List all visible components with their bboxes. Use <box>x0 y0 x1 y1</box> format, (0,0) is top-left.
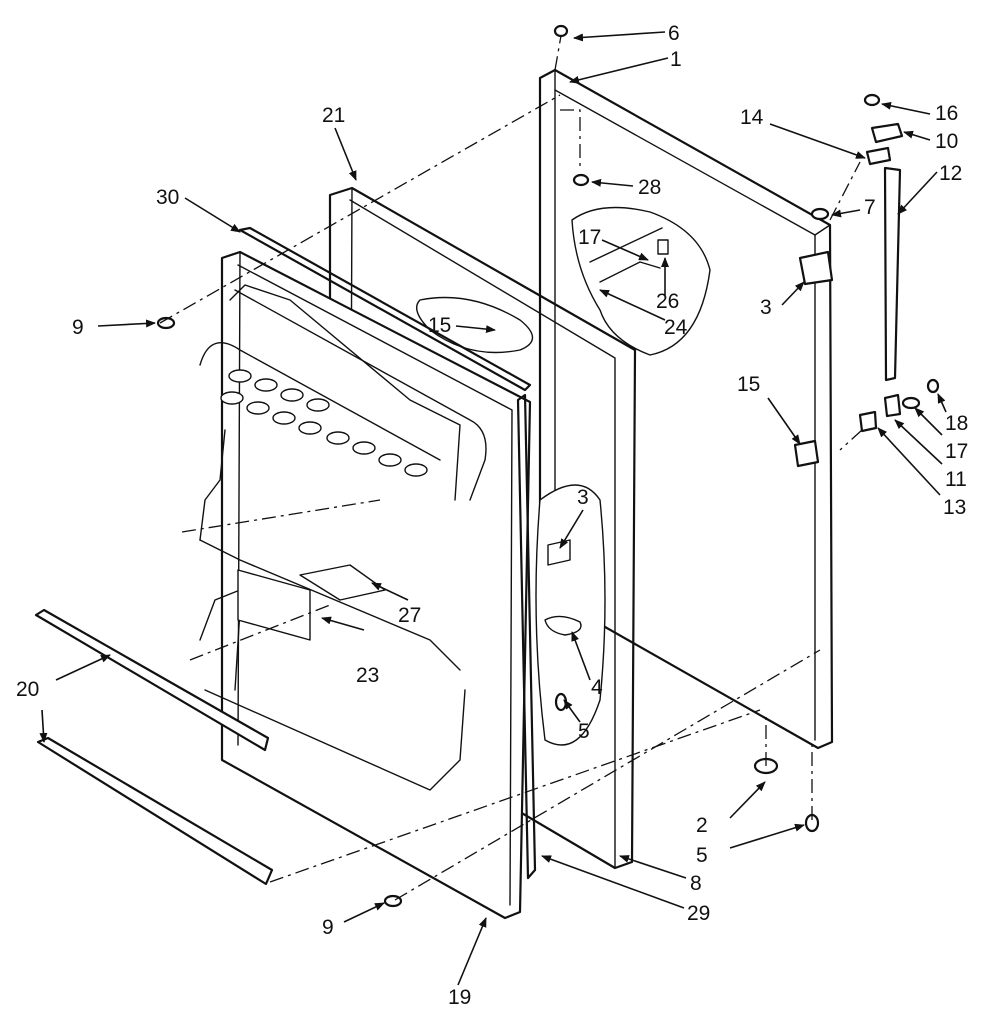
callout-15-hinge: 15 <box>737 373 760 396</box>
callout-7: 7 <box>864 196 876 219</box>
callout-3-hinge: 3 <box>760 296 772 319</box>
callout-6: 6 <box>668 22 680 45</box>
callout-20: 20 <box>16 678 39 701</box>
callout-3-inner: 3 <box>577 486 589 509</box>
door-shelf-bars <box>34 608 274 886</box>
callout-13: 13 <box>943 496 966 519</box>
callout-5-lower: 5 <box>696 844 708 867</box>
callout-29: 29 <box>687 902 710 925</box>
callout-28: 28 <box>638 176 661 199</box>
hinge-hardware <box>156 24 940 908</box>
callout-26: 26 <box>656 290 679 313</box>
callout-8: 8 <box>690 872 702 895</box>
callout-1: 1 <box>670 48 682 71</box>
callout-24: 24 <box>664 316 688 339</box>
callout-14: 14 <box>740 106 764 129</box>
egg-tray <box>220 369 428 477</box>
callout-2: 2 <box>696 814 708 837</box>
callout-4: 4 <box>591 676 603 699</box>
callout-17-lower: 17 <box>945 440 968 463</box>
callout-12: 12 <box>939 162 962 185</box>
top-trim <box>238 226 532 392</box>
cutaway-detail <box>571 206 711 356</box>
callout-10: 10 <box>935 130 958 153</box>
callout-30: 30 <box>156 186 179 209</box>
callout-labels: 6 1 21 30 9 28 17 26 24 15 14 16 10 12 7… <box>16 22 968 1009</box>
callout-5-inner: 5 <box>578 720 590 743</box>
callout-15-inner: 15 <box>428 314 451 337</box>
callout-9-lower: 9 <box>322 916 334 939</box>
callout-17-upper: 17 <box>578 226 601 249</box>
leader-lines <box>39 31 947 986</box>
callout-18: 18 <box>945 412 968 435</box>
callout-21: 21 <box>322 104 345 127</box>
callout-19: 19 <box>448 986 471 1009</box>
assembly-lines <box>159 94 863 901</box>
callout-16: 16 <box>935 102 958 125</box>
callout-27: 27 <box>398 604 421 627</box>
callout-11: 11 <box>945 468 967 491</box>
butter-door <box>237 569 311 641</box>
callout-23: 23 <box>356 664 379 687</box>
door-handle <box>883 166 902 382</box>
door-gasket <box>516 393 537 880</box>
callout-9-upper: 9 <box>72 316 84 339</box>
